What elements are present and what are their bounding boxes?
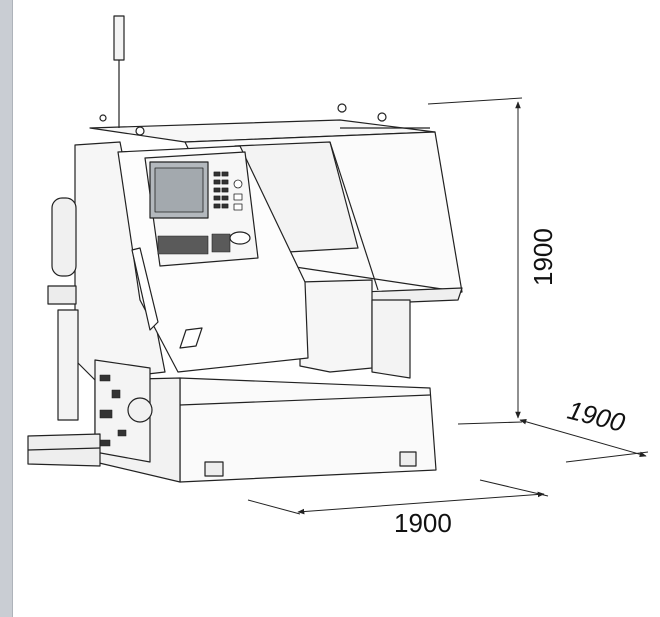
sidebar-strip xyxy=(0,0,12,617)
width-dimension-line xyxy=(297,491,545,515)
motor-flange xyxy=(47,285,77,305)
panel-handle xyxy=(131,247,159,331)
keyboard xyxy=(157,233,231,255)
lifting-eye-2 xyxy=(337,103,347,113)
motor-lower xyxy=(57,309,79,421)
height-label: 1900 xyxy=(528,228,558,286)
side-knob xyxy=(127,397,153,423)
side-hardware xyxy=(99,374,127,447)
lifting-eye-3 xyxy=(377,112,387,122)
foot-left xyxy=(204,461,224,477)
depth-dimension-line xyxy=(519,419,647,457)
floor-plate xyxy=(27,433,101,467)
side-cabinet xyxy=(94,359,151,463)
button-column xyxy=(213,171,243,211)
sidebar-edge xyxy=(12,0,13,617)
dimension-lines xyxy=(247,97,649,515)
lower-frame xyxy=(371,299,411,379)
handwheel xyxy=(229,231,251,245)
signal-tower-lamp xyxy=(113,15,125,61)
lifting-eye-1 xyxy=(135,126,145,136)
foot-right xyxy=(399,451,417,467)
machine xyxy=(27,15,463,483)
lifting-eye-4 xyxy=(99,114,107,122)
width-label: 1900 xyxy=(394,508,452,538)
panel-window xyxy=(179,327,203,349)
chip-chute xyxy=(299,279,373,373)
depth-label: 1900 xyxy=(565,395,629,438)
motor xyxy=(51,197,77,277)
